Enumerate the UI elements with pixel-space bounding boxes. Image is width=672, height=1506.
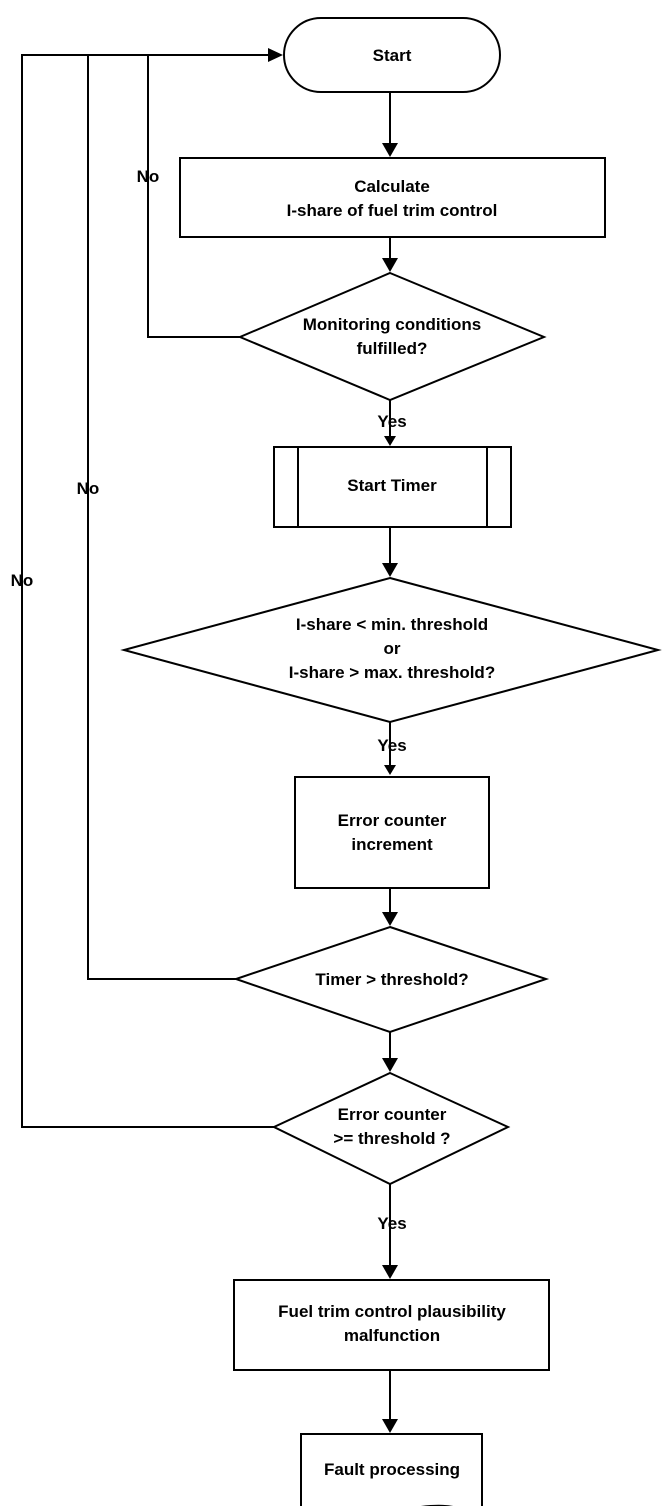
fault-processing-document: Fault processing xyxy=(300,1433,483,1506)
error-count-label-line1: Error counter xyxy=(338,1105,447,1124)
timer-label: Timer > threshold? xyxy=(315,970,468,989)
start-label: Start xyxy=(373,46,412,65)
yes-label-monitoring: Yes xyxy=(377,412,406,431)
threshold-label-line1: I-share < min. threshold xyxy=(296,615,488,634)
start-timer-label: Start Timer xyxy=(347,476,437,495)
fault-processing-label: Fault processing xyxy=(324,1460,460,1479)
calculate-label-line1: Calculate xyxy=(354,177,430,196)
branch-labels: Yes Yes Yes No No No xyxy=(11,167,407,1233)
threshold-decision: I-share < min. threshold or I-share > ma… xyxy=(120,576,662,724)
start-node: Start xyxy=(283,17,501,93)
malfunction-process: Fuel trim control plausibility malfuncti… xyxy=(233,1279,550,1371)
error-count-label-line2: >= threshold ? xyxy=(333,1129,450,1148)
error-counter-increment-line1: Error counter xyxy=(338,811,447,830)
threshold-label-line2: or xyxy=(384,639,401,658)
yes-label-threshold: Yes xyxy=(377,736,406,755)
error-counter-increment-process: Error counter increment xyxy=(294,776,490,889)
timer-decision: Timer > threshold? xyxy=(232,925,550,1034)
calculate-label-line2: I-share of fuel trim control xyxy=(287,201,498,220)
connectors xyxy=(21,48,398,1433)
monitoring-label-line2: fulfilled? xyxy=(357,339,428,358)
malfunction-label-line2: malfunction xyxy=(344,1326,440,1345)
no-label-timer: No xyxy=(77,479,100,498)
threshold-label-line3: I-share > max. threshold? xyxy=(289,663,495,682)
start-timer-subprocess: Start Timer xyxy=(273,446,512,528)
yes-label-error-count: Yes xyxy=(377,1214,406,1233)
monitoring-decision: Monitoring conditions fulfilled? xyxy=(237,271,547,402)
malfunction-label-line1: Fuel trim control plausibility xyxy=(278,1302,506,1321)
no-label-error-count: No xyxy=(11,571,34,590)
calculate-process: Calculate I-share of fuel trim control xyxy=(179,157,606,238)
monitoring-label-line1: Monitoring conditions xyxy=(303,315,481,334)
no-label-monitoring: No xyxy=(137,167,160,186)
error-count-decision: Error counter >= threshold ? xyxy=(271,1071,511,1186)
error-counter-increment-line2: increment xyxy=(351,835,433,854)
